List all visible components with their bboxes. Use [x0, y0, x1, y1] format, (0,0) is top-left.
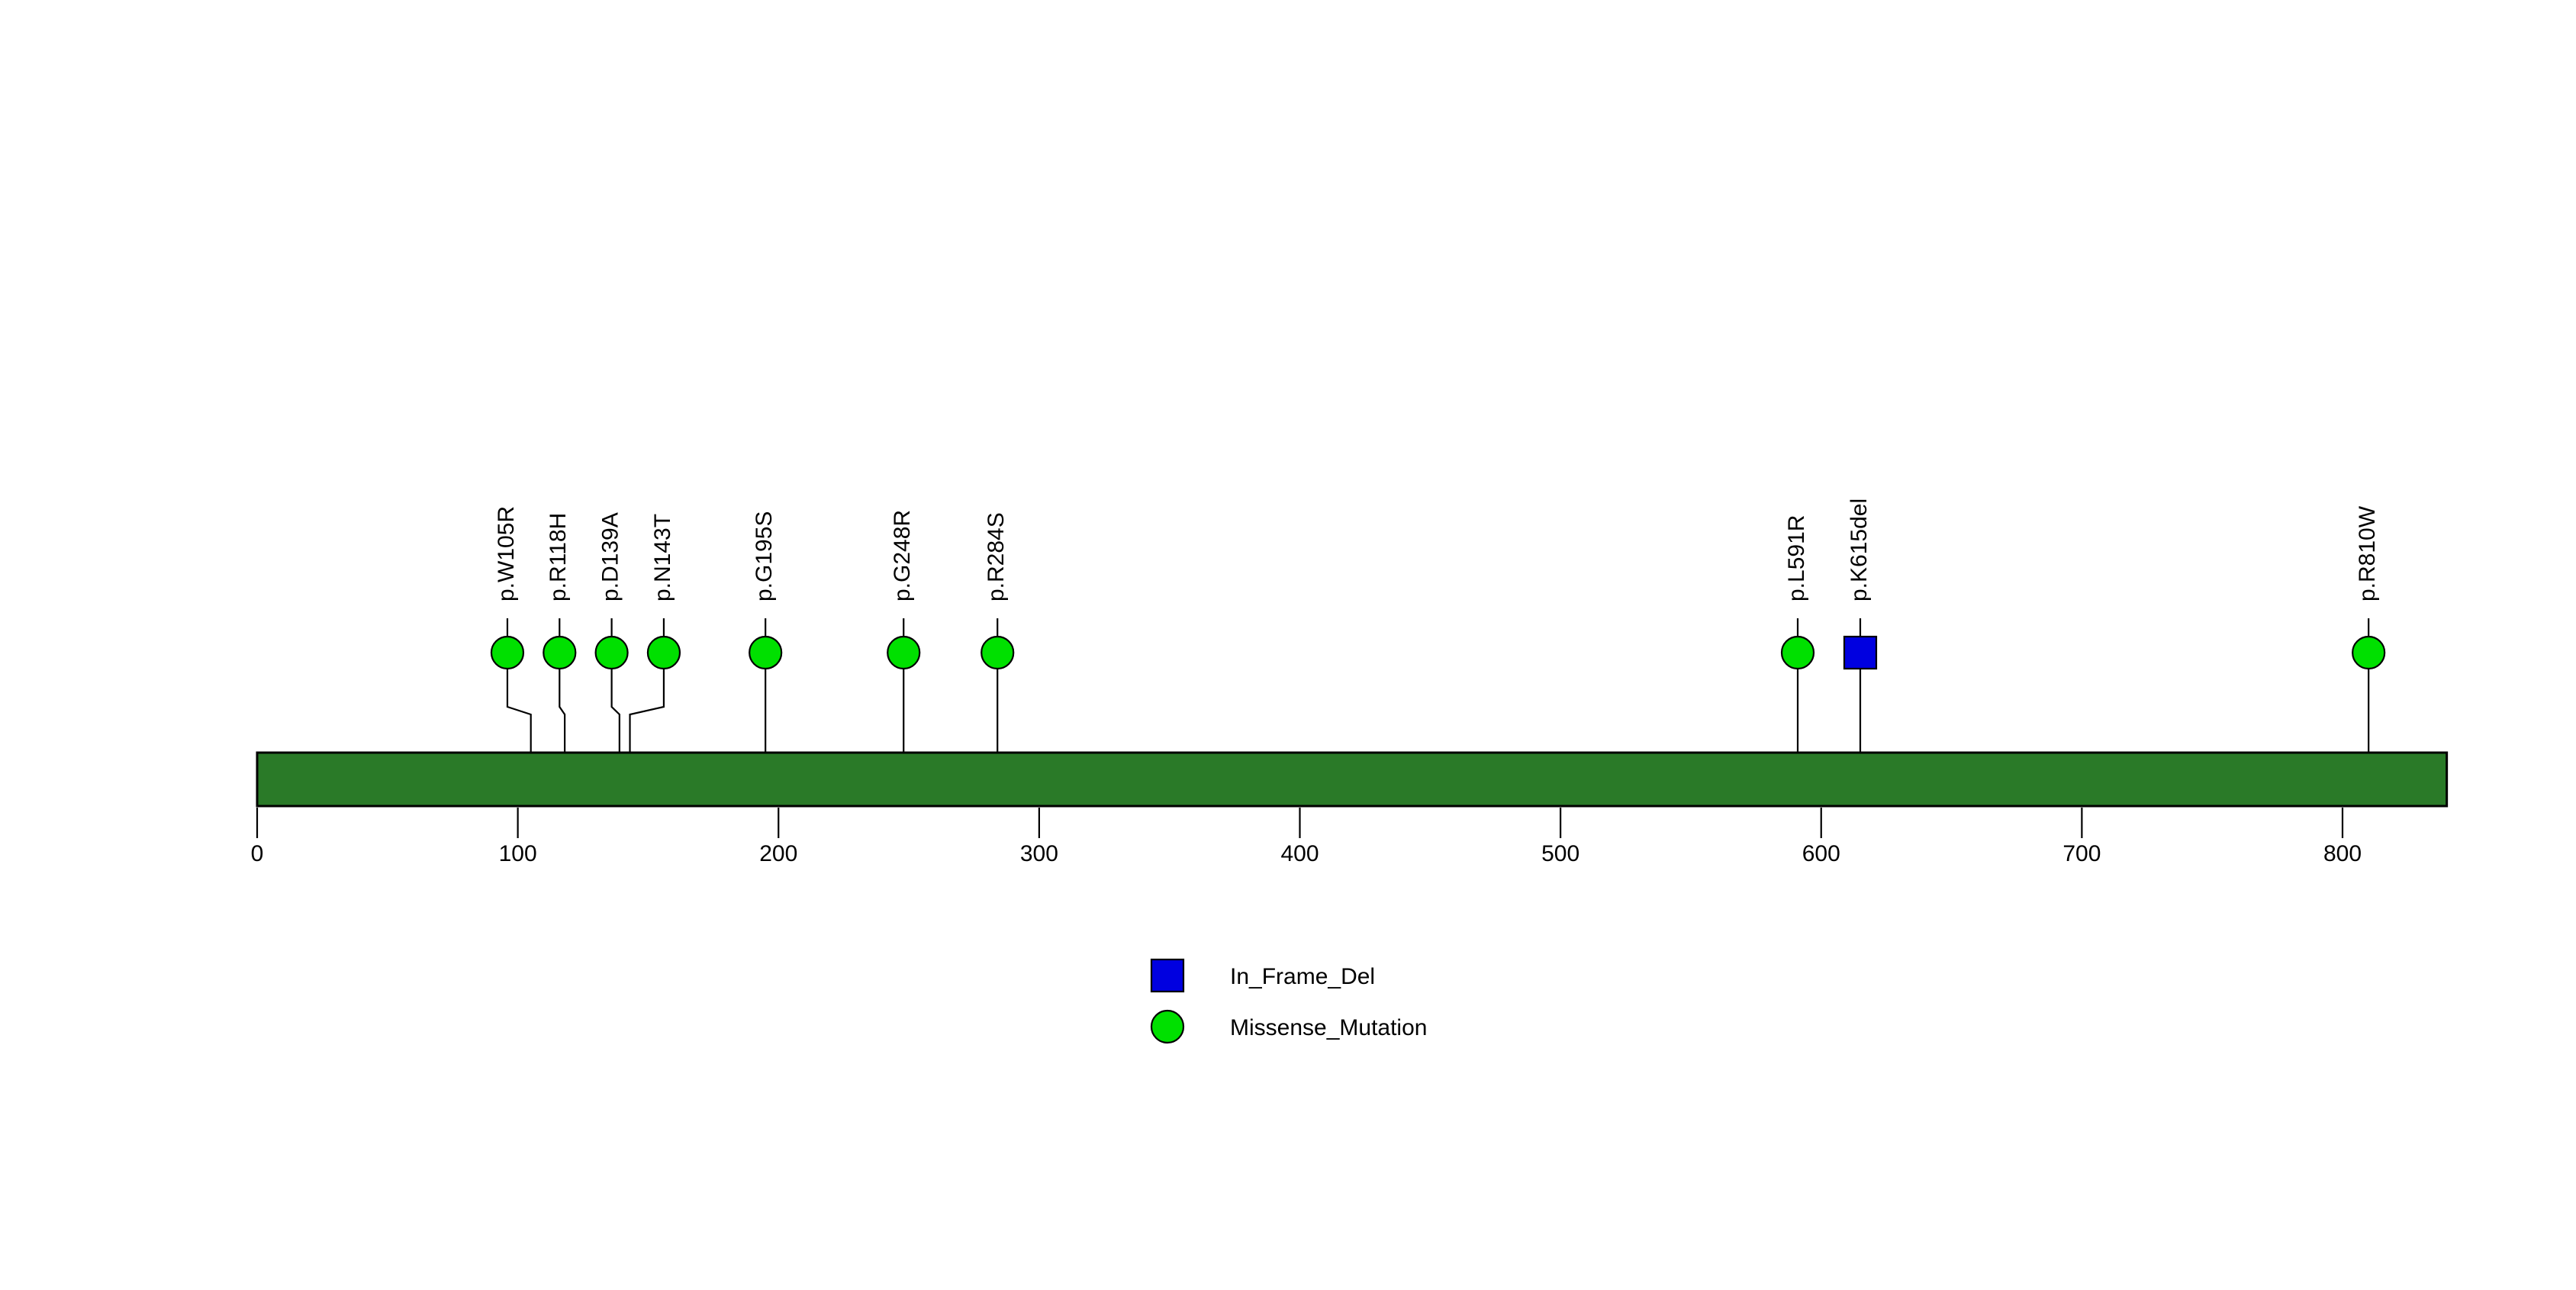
legend-swatch-square — [1150, 958, 1185, 993]
protein-domain-track — [256, 751, 2449, 808]
lollipop-marker-circle[interactable] — [749, 635, 783, 670]
legend-entry-label: Missense_Mutation — [1230, 1015, 1427, 1040]
legend-entry-label: In_Frame_Del — [1230, 964, 1375, 989]
axis-tick-label: 600 — [1802, 841, 1840, 866]
lollipop-marker-circle[interactable] — [490, 635, 525, 670]
axis-tick-label: 800 — [2323, 841, 2362, 866]
lollipop-labels-layer: p.W105R p.R118H p.D139A p.N143T p.G195S p.G24… — [494, 498, 2380, 601]
lollipop-marker-square[interactable] — [1843, 635, 1878, 670]
lollipop-label: p.R284S — [984, 512, 1009, 601]
lollipop-label: p.N143T — [650, 514, 675, 601]
lollipop-label: p.R810W — [2355, 505, 2380, 601]
lollipop-label: p.D139A — [598, 512, 623, 601]
lollipop-marker-circle[interactable] — [1780, 635, 1815, 670]
lollipop-label: p.W105R — [494, 506, 519, 601]
axis-tick-label: 700 — [2062, 841, 2101, 866]
lollipop-marker-circle[interactable] — [594, 635, 629, 670]
lollipop-marker-circle[interactable] — [543, 635, 577, 670]
axis-tick-label: 0 — [251, 841, 264, 866]
axis-tick-label: 200 — [759, 841, 797, 866]
legend-swatch-circle — [1150, 1009, 1185, 1044]
protein-backbone-bar — [256, 751, 2449, 808]
lollipop-label: p.L591R — [1784, 515, 1809, 601]
lollipop-marker-circle[interactable] — [2352, 635, 2386, 670]
lollipop-markers-layer — [490, 635, 2386, 670]
lollipop-label: p.G195S — [752, 511, 777, 601]
axis-tick-label: 400 — [1280, 841, 1319, 866]
lollipop-marker-circle[interactable] — [980, 635, 1015, 670]
axis-tick-label: 500 — [1541, 841, 1579, 866]
x-axis: 0 100 200 300 400 500 600 700 800 — [251, 808, 2362, 866]
lollipop-label: p.G248R — [890, 510, 915, 601]
axis-tick-label: 100 — [499, 841, 537, 866]
axis-tick-label: 300 — [1020, 841, 1058, 866]
lollipop-label: p.K615del — [1847, 498, 1872, 601]
lollipop-marker-circle[interactable] — [646, 635, 681, 670]
lollipop-marker-circle[interactable] — [887, 635, 921, 670]
lollipop-label: p.R118H — [546, 513, 571, 601]
